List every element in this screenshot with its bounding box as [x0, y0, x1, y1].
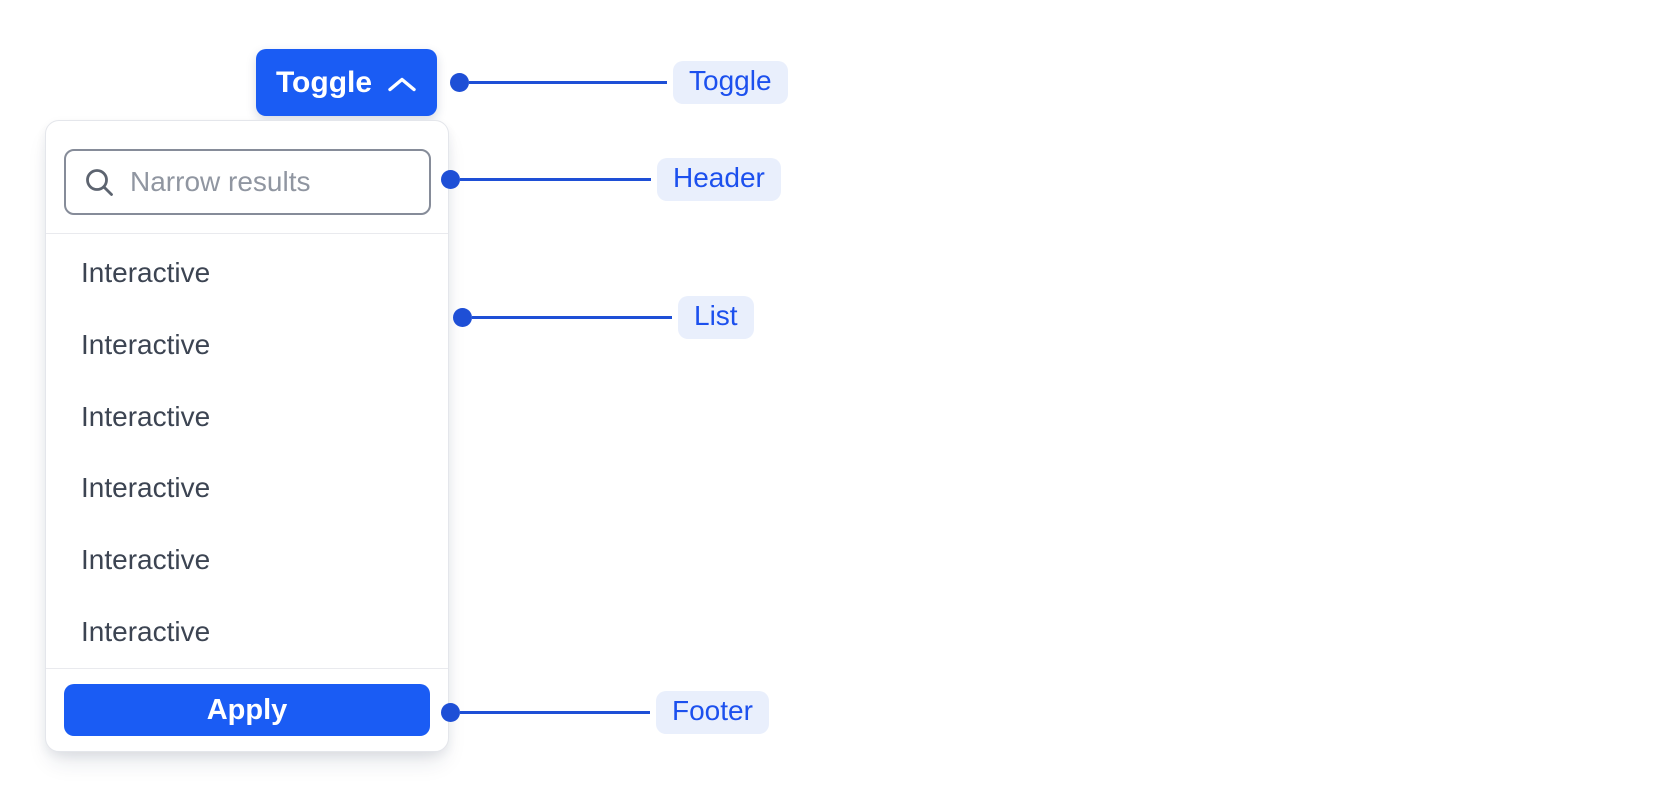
dropdown-panel: Interactive Interactive Interactive Inte…: [45, 120, 449, 752]
chevron-up-icon: [388, 77, 416, 91]
list-item[interactable]: Interactive: [81, 616, 211, 648]
list-item[interactable]: Interactive: [81, 400, 211, 432]
dropdown-header: [46, 121, 448, 233]
header-divider: [46, 233, 448, 234]
connector-line: [472, 315, 672, 319]
annotation-header: Header: [441, 157, 781, 201]
connector-dot: [453, 307, 472, 327]
connector-line: [460, 710, 650, 714]
connector-dot: [441, 169, 460, 189]
search-box[interactable]: [64, 149, 431, 215]
search-icon: [86, 168, 113, 196]
annotation-toggle: Toggle: [450, 60, 788, 104]
footer-divider: [46, 668, 448, 669]
connector-line: [460, 177, 651, 181]
annotation-footer: Footer: [441, 690, 769, 734]
annotation-label-list: List: [678, 295, 754, 339]
toggle-button-label: Toggle: [275, 65, 373, 99]
dropdown-footer: Apply: [46, 669, 448, 751]
toggle-button[interactable]: Toggle: [256, 49, 437, 116]
annotation-label-toggle: Toggle: [673, 60, 788, 104]
connector-dot: [450, 72, 469, 92]
list-item[interactable]: Interactive: [81, 256, 211, 288]
annotation-list: List: [453, 295, 754, 339]
list-item[interactable]: Interactive: [81, 544, 211, 576]
search-input[interactable]: [130, 166, 411, 198]
annotation-label-footer: Footer: [656, 690, 769, 734]
list-item[interactable]: Interactive: [81, 328, 211, 360]
list-item[interactable]: Interactive: [81, 472, 211, 504]
annotation-label-header: Header: [657, 157, 781, 201]
connector-dot: [441, 702, 460, 722]
connector-line: [469, 80, 667, 84]
apply-button[interactable]: Apply: [64, 684, 430, 736]
dropdown-list: Interactive Interactive Interactive Inte…: [46, 234, 448, 668]
